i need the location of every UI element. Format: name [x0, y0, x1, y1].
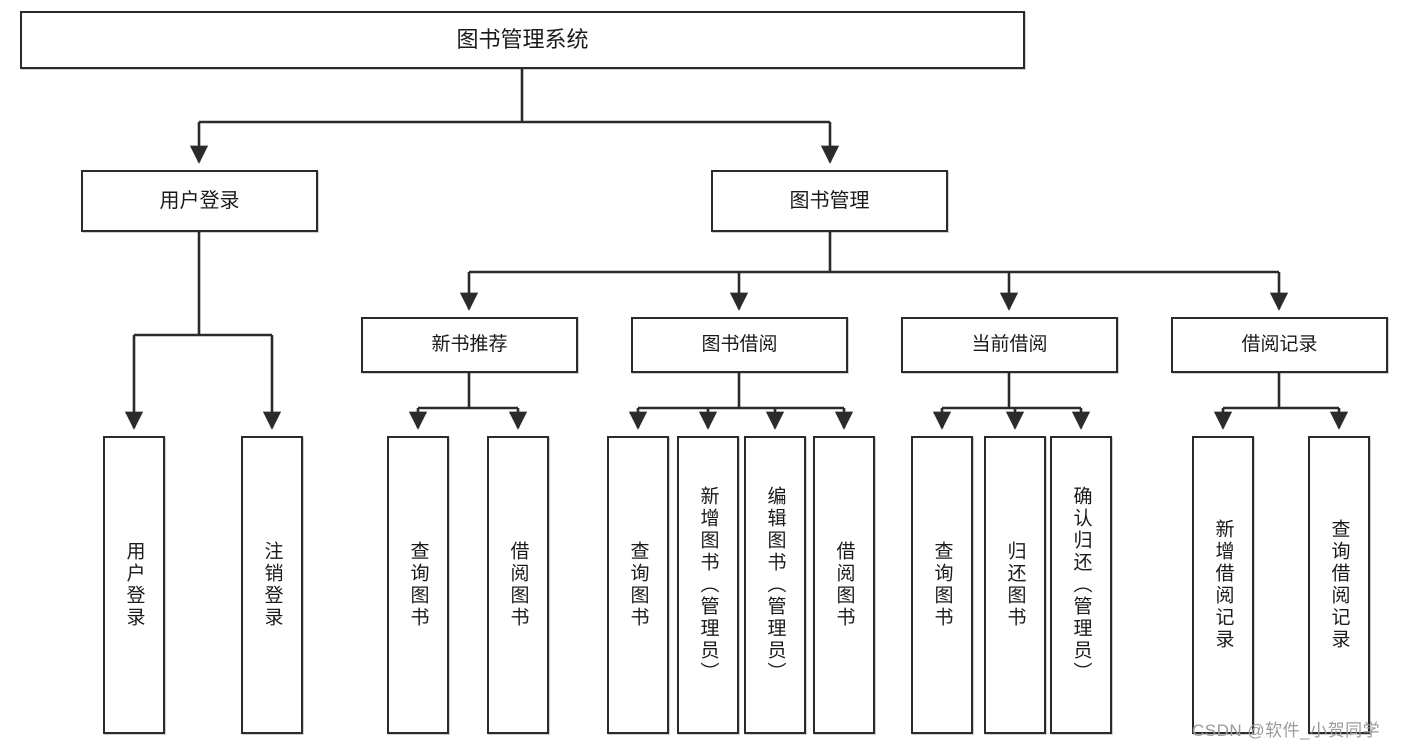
- node-label: 借阅图书: [507, 541, 529, 629]
- node-leaf-borrow-book-2[interactable]: 借阅图书: [813, 436, 875, 734]
- node-label: 图书管理系统: [456, 27, 589, 53]
- node-leaf-query-book-3[interactable]: 查询图书: [911, 436, 973, 734]
- node-label: 注销登录: [261, 541, 283, 629]
- csdn-watermark: CSDN @软件_小贺同学: [1192, 721, 1381, 740]
- node-label: 借阅图书: [833, 541, 855, 629]
- node-new-book-rec[interactable]: 新书推荐: [361, 317, 578, 373]
- node-label: 新增借阅记录: [1212, 519, 1234, 651]
- node-label: 查询图书: [627, 541, 649, 629]
- node-label: 归还图书: [1004, 541, 1026, 629]
- node-label: 编辑图书（管理员）: [764, 486, 786, 684]
- node-leaf-add-record[interactable]: 新增借阅记录: [1192, 436, 1254, 734]
- node-label: 当前借阅: [971, 334, 1048, 356]
- node-user-login[interactable]: 用户登录: [81, 170, 318, 232]
- node-label: 查询图书: [407, 541, 429, 629]
- node-label: 新书推荐: [431, 334, 508, 356]
- node-leaf-query-book-2[interactable]: 查询图书: [607, 436, 669, 734]
- node-label: 新增图书（管理员）: [697, 486, 719, 684]
- node-label: 图书管理: [789, 189, 870, 212]
- node-leaf-confirm-return[interactable]: 确认归还（管理员）: [1050, 436, 1112, 734]
- node-leaf-query-record[interactable]: 查询借阅记录: [1308, 436, 1370, 734]
- node-leaf-add-book[interactable]: 新增图书（管理员）: [677, 436, 739, 734]
- node-label: 借阅记录: [1241, 334, 1318, 356]
- node-leaf-return-book[interactable]: 归还图书: [984, 436, 1046, 734]
- node-leaf-logout[interactable]: 注销登录: [241, 436, 303, 734]
- node-leaf-edit-book[interactable]: 编辑图书（管理员）: [744, 436, 806, 734]
- node-book-borrow[interactable]: 图书借阅: [631, 317, 848, 373]
- node-leaf-borrow-book-1[interactable]: 借阅图书: [487, 436, 549, 734]
- node-label: 用户登录: [159, 189, 240, 212]
- node-label: 用户登录: [123, 541, 145, 629]
- node-label: 查询借阅记录: [1328, 519, 1350, 651]
- node-leaf-query-book-1[interactable]: 查询图书: [387, 436, 449, 734]
- node-label: 查询图书: [931, 541, 953, 629]
- node-leaf-user-login[interactable]: 用户登录: [103, 436, 165, 734]
- node-root-system[interactable]: 图书管理系统: [20, 11, 1025, 69]
- node-book-manage[interactable]: 图书管理: [711, 170, 948, 232]
- node-label: 图书借阅: [701, 334, 778, 356]
- node-borrow-record[interactable]: 借阅记录: [1171, 317, 1388, 373]
- node-current-borrow[interactable]: 当前借阅: [901, 317, 1118, 373]
- node-label: 确认归还（管理员）: [1070, 486, 1092, 684]
